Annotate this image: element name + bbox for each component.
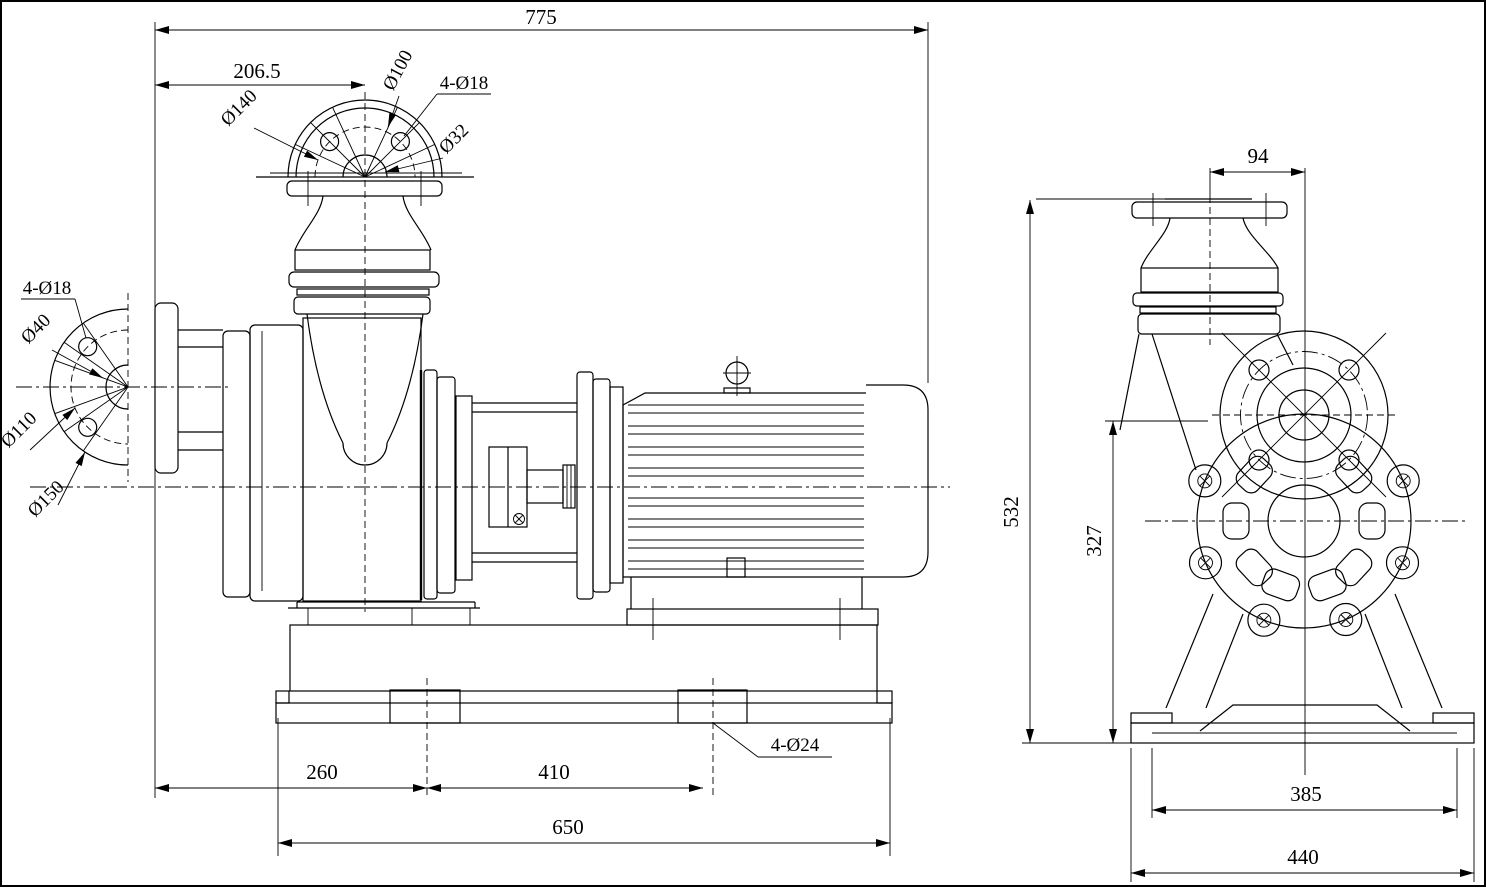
flange-bolt-hole xyxy=(1338,449,1360,471)
label-suction-bolt-holes: 4-Ø18 xyxy=(23,278,72,299)
cover-window xyxy=(1335,548,1373,587)
discharge-cone-tip xyxy=(342,442,388,466)
right-support-legs xyxy=(1165,593,1443,709)
right-discharge-column xyxy=(1119,193,1294,471)
suction-bolt-hole xyxy=(78,337,98,357)
cover-window xyxy=(1358,502,1386,540)
flange-bolt-hole xyxy=(1248,359,1270,381)
motor-end-cap xyxy=(866,384,929,578)
dim-foot-bolt-span: 385 xyxy=(1151,748,1458,818)
dim-410-text: 410 xyxy=(538,760,570,784)
cover-bolt-bosses xyxy=(1188,464,1420,637)
dim-discharge-offset: 206.5 xyxy=(155,59,365,89)
baseplate xyxy=(275,601,893,797)
discharge-flange-side xyxy=(286,180,443,197)
right-view: 94 532 327 xyxy=(999,144,1475,882)
dim-260-text: 260 xyxy=(306,760,338,784)
right-casing-cover xyxy=(1145,413,1465,637)
motor xyxy=(609,356,929,640)
cover-window xyxy=(1307,568,1347,602)
cover-window xyxy=(1235,548,1273,587)
flange-bolt-hole xyxy=(1338,359,1360,381)
label-anchor-holes-4x24: 4-Ø24 xyxy=(771,735,820,756)
anchor-boss xyxy=(677,689,748,724)
cover-window xyxy=(1261,568,1301,602)
dim-440-text: 440 xyxy=(1287,845,1319,869)
dim-discharge-to-axis: 94 xyxy=(1209,144,1305,196)
dim-base-width: 440 xyxy=(1130,748,1475,882)
suction-flange-plan xyxy=(16,293,232,482)
discharge-bolt-hole xyxy=(390,132,410,152)
right-baseplate xyxy=(1022,704,1475,744)
cover-window xyxy=(1222,502,1250,540)
discharge-flange-plan xyxy=(256,99,474,178)
cover-window xyxy=(1335,455,1373,494)
discharge-cone-left xyxy=(306,313,344,444)
dim-650-text: 650 xyxy=(552,815,584,839)
suction-nozzle xyxy=(154,302,223,474)
dim-206-5-text: 206.5 xyxy=(233,59,280,83)
dim-overall-height: 532 xyxy=(999,198,1250,743)
dim-327-text: 327 xyxy=(1082,525,1106,557)
flange-bolt-hole xyxy=(1248,449,1270,471)
dim-94-text: 94 xyxy=(1248,144,1270,168)
dim-532-text: 532 xyxy=(999,496,1023,528)
dim-775-text: 775 xyxy=(525,5,557,29)
bearing-frame xyxy=(455,371,611,600)
cover-window xyxy=(1235,455,1273,494)
base-dimensions: 260 410 650 4-Ø24 xyxy=(155,718,891,856)
suction-bolt-hole xyxy=(78,417,98,437)
label-bolt-holes-4x18: 4-Ø18 xyxy=(440,73,489,94)
pump-casing xyxy=(222,317,456,602)
base-rail xyxy=(275,702,893,724)
right-suction-flange xyxy=(1212,330,1396,500)
grease-fitting xyxy=(513,513,525,525)
discharge-bolt-hole xyxy=(320,132,340,152)
support-block xyxy=(289,624,878,692)
anchor-boss xyxy=(389,689,461,724)
dim-385-text: 385 xyxy=(1290,782,1322,806)
